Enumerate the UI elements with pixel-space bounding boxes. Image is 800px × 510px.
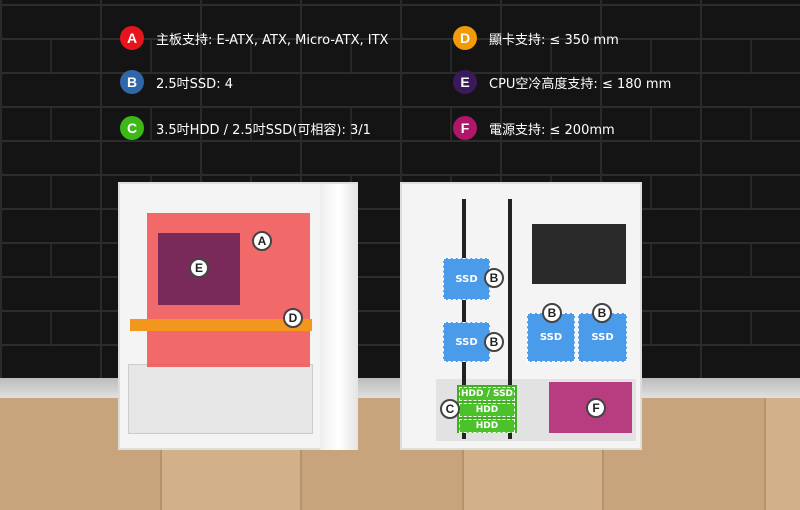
badge-f: F — [453, 116, 477, 140]
spec-gpu: D 顯卡支持: ≤ 350 mm — [453, 26, 619, 50]
ssd-bay: SSD — [443, 322, 490, 362]
spec-cpu-cooler: E CPU空冷高度支持: ≤ 180 mm — [453, 70, 671, 94]
badge-d: D — [453, 26, 477, 50]
marker-f: F — [586, 398, 606, 418]
marker-b: B — [484, 332, 504, 352]
front-panel — [320, 184, 358, 450]
spec-text: CPU空冷高度支持: ≤ 180 mm — [489, 76, 672, 92]
marker-e: E — [189, 258, 209, 278]
badge-b: B — [120, 70, 144, 94]
badge-e: E — [453, 70, 477, 94]
marker-a: A — [252, 231, 272, 251]
hdd-slot: HDD — [459, 419, 515, 433]
ssd-bay: SSD — [443, 258, 490, 300]
marker-d: D — [283, 308, 303, 328]
marker-c: C — [440, 399, 460, 419]
hdd-cage: HDD / SSD HDD HDD — [457, 385, 517, 433]
spec-text: 2.5吋SSD: 4 — [156, 76, 233, 92]
badge-a: A — [120, 26, 144, 50]
spec-ssd: B 2.5吋SSD: 4 — [120, 70, 233, 94]
spec-text: 顯卡支持: ≤ 350 mm — [489, 32, 619, 48]
spec-motherboard: A 主板支持: E-ATX, ATX, Micro-ATX, ITX — [120, 26, 388, 50]
hdd-ssd-slot: HDD / SSD — [459, 387, 515, 401]
badge-c: C — [120, 116, 144, 140]
marker-b: B — [592, 303, 612, 323]
marker-b: B — [542, 303, 562, 323]
marker-b: B — [484, 268, 504, 288]
hdd-slot: HDD — [459, 403, 515, 417]
cables — [462, 199, 512, 439]
spec-text: 主板支持: E-ATX, ATX, Micro-ATX, ITX — [156, 32, 389, 48]
spec-hdd: C 3.5吋HDD / 2.5吋SSD(可相容): 3/1 — [120, 116, 371, 140]
spec-psu: F 電源支持: ≤ 200mm — [453, 116, 615, 140]
spec-text: 3.5吋HDD / 2.5吋SSD(可相容): 3/1 — [156, 122, 371, 138]
gpu-length-bar — [130, 319, 312, 331]
cpu-cutout — [532, 224, 626, 284]
psu-shroud — [128, 364, 313, 434]
spec-text: 電源支持: ≤ 200mm — [489, 122, 615, 138]
